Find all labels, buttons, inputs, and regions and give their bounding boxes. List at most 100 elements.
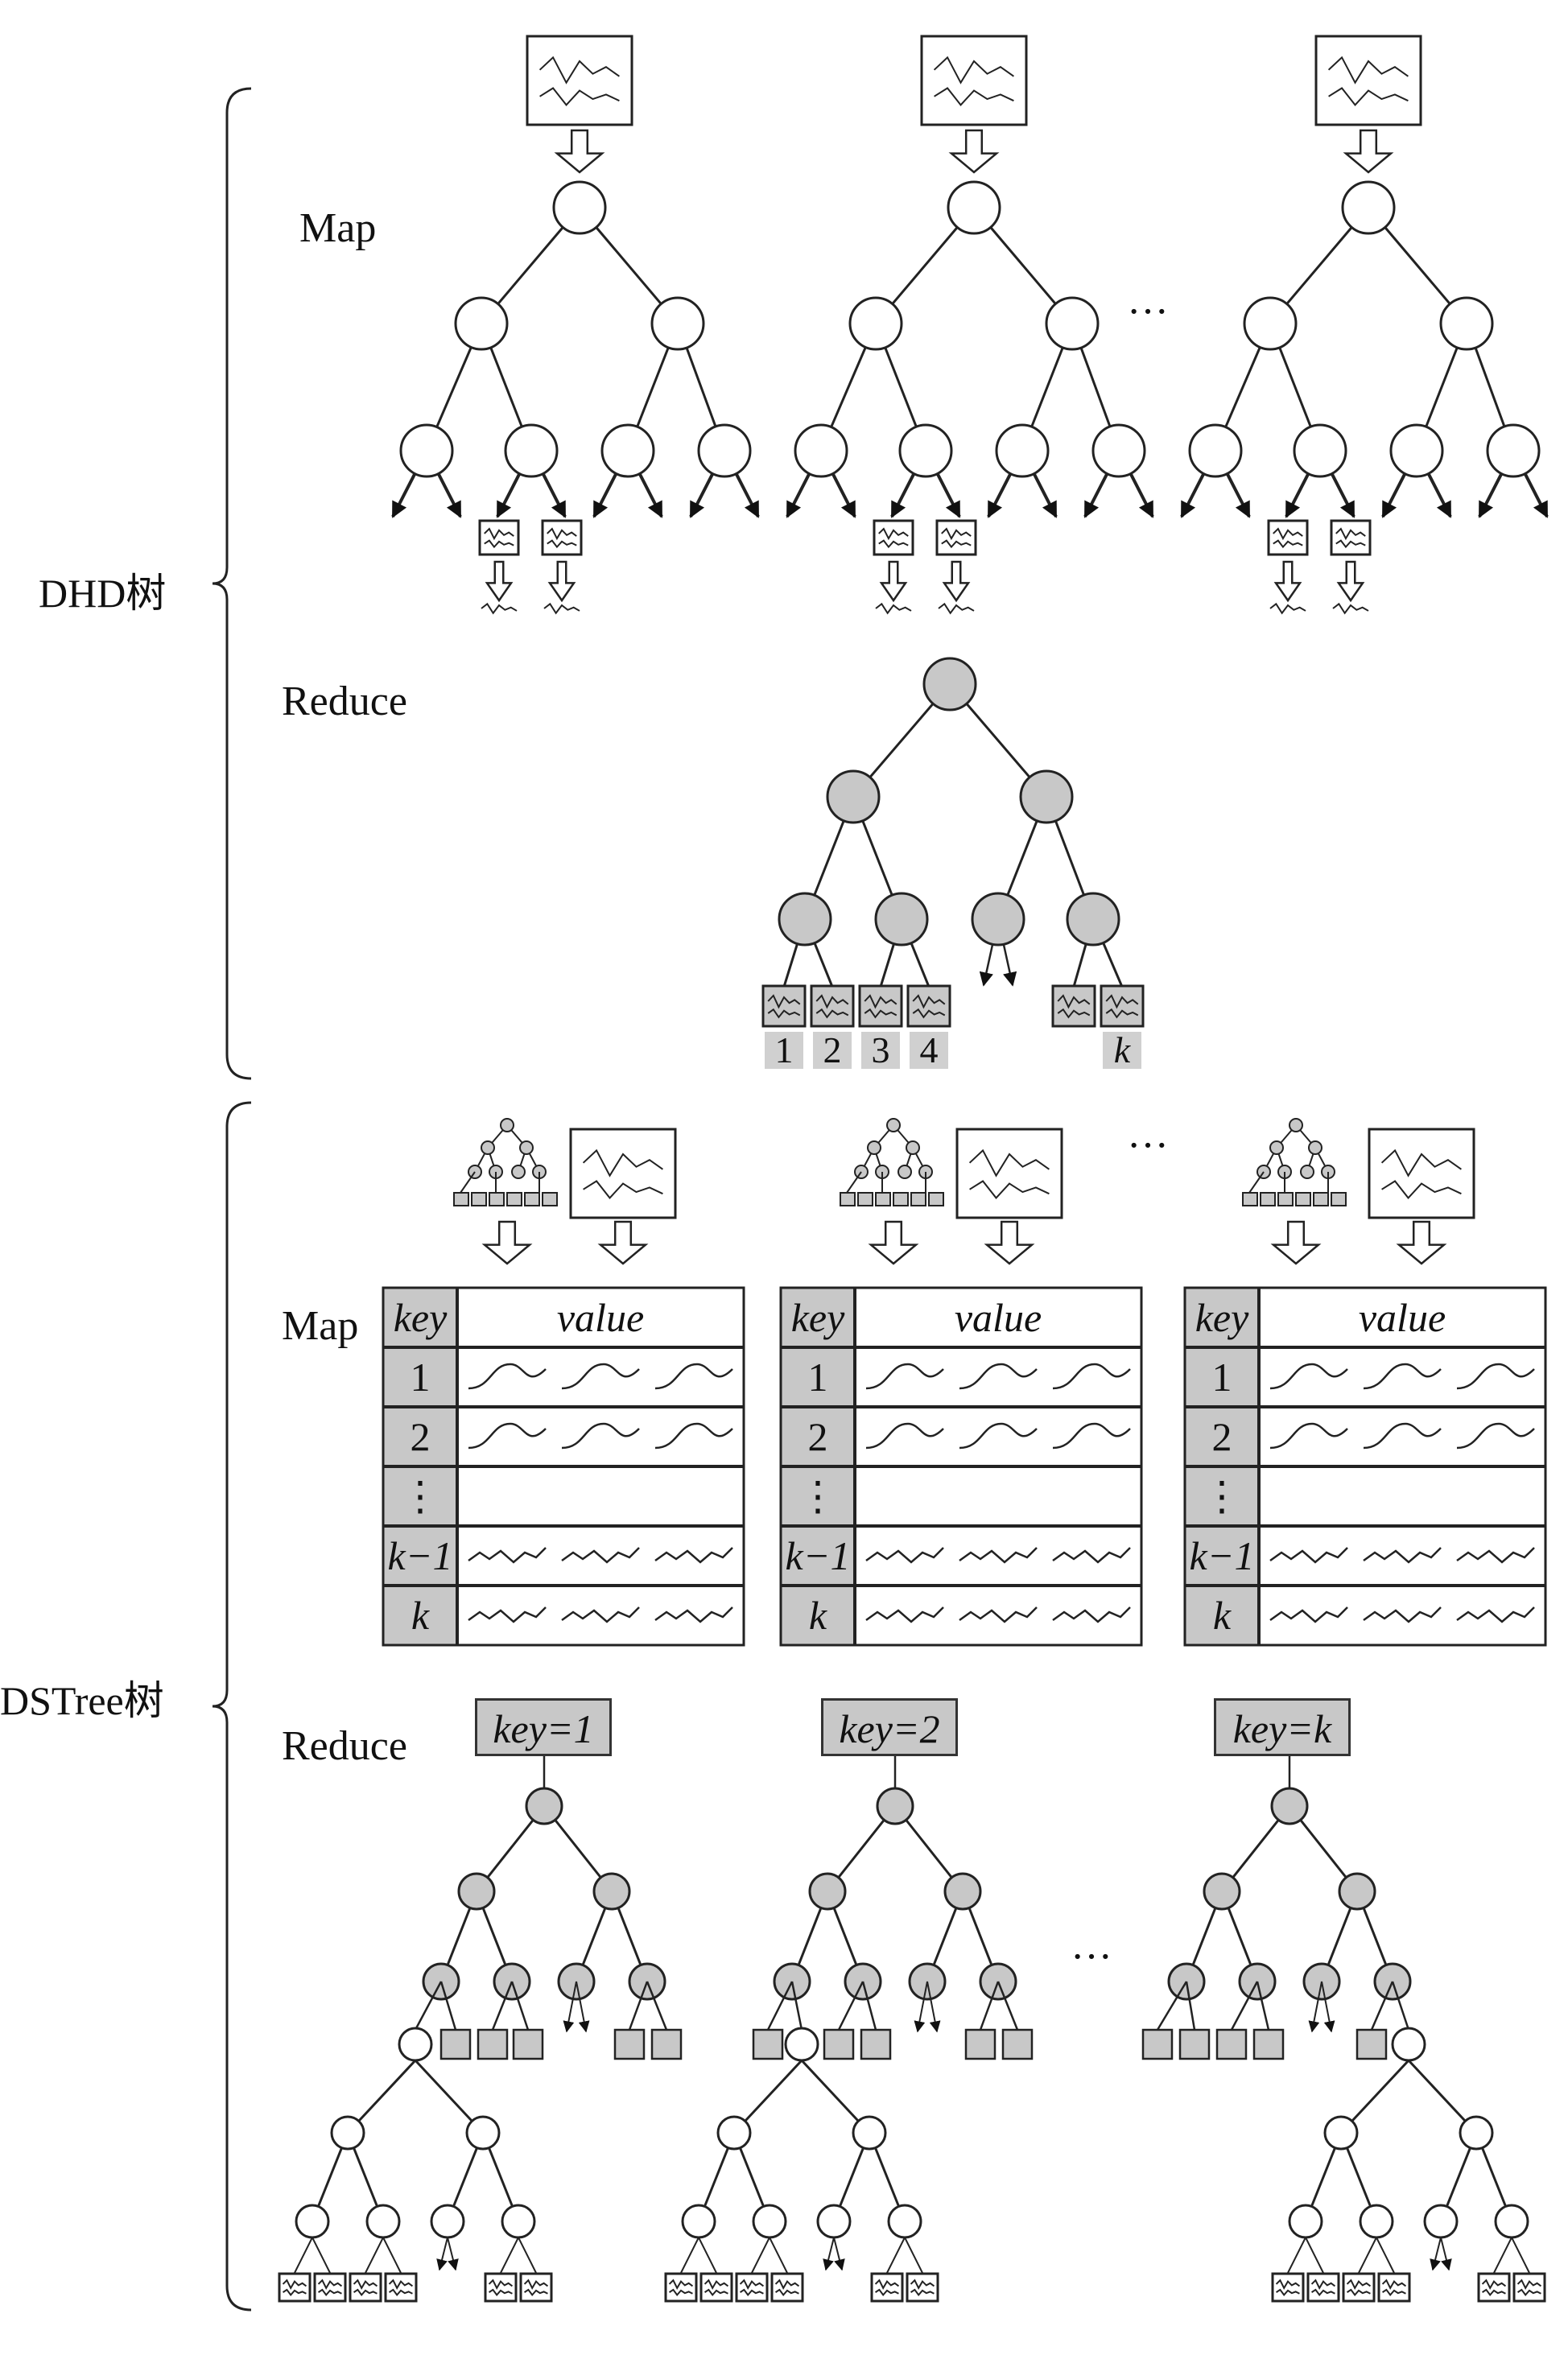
- ds-map-table-value-wave-3-2-2: [1363, 1422, 1442, 1450]
- dhd-map-output-arrow-2-2: [942, 560, 971, 603]
- dhd-map-output-arrow-3-1: [1273, 560, 1302, 603]
- ds-reduce-sub-node-1-l2-2: [365, 2204, 401, 2239]
- ds-map-table-value-wave-2-1-1: [865, 1363, 944, 1390]
- dhd-map-output-wave-3-2: [1332, 602, 1369, 615]
- ds-map-table-value-wave-2-5-1: [865, 1606, 944, 1623]
- ds-reduce-leaf-box-3-2: [1178, 2028, 1211, 2060]
- dhd-map-node-1-l2-2: [504, 423, 559, 478]
- table-1-row-key-4: k−1: [387, 1533, 453, 1578]
- table-1-row-key-3: ⋮: [400, 1474, 440, 1519]
- ds-reduce-sub-node-3-l2-2: [1359, 2204, 1394, 2239]
- ds-reduce-sub-leaf-series-3-1-2: [1306, 2272, 1340, 2303]
- ds-reduce-sub-leaf-series-1-2-2: [384, 2272, 418, 2303]
- ds-map-table-value-wave-3-4-2: [1363, 1547, 1442, 1564]
- table-3-row-key-2: 2: [1211, 1414, 1232, 1459]
- ds-reduce-tree-2: [664, 1756, 1034, 2303]
- ds-reduce-sub-empty-arrow-3b: [1440, 2237, 1452, 2271]
- ds-reduce-sub-node-3-l1-1: [1323, 2115, 1359, 2151]
- ds-reduce-sub-leaf-series-3-1-1: [1271, 2272, 1305, 2303]
- ds-reduce-leaf-box-1-4: [512, 2028, 544, 2060]
- ds-map-table-value-wave-1-4-3: [654, 1547, 733, 1564]
- ds-map-table-value-wave-1-1-3: [654, 1363, 733, 1390]
- ds-map-series-arrow-2: [984, 1220, 1035, 1265]
- ds-reduce-sub-leaf-series-3-3-1: [1477, 2272, 1511, 2303]
- dhd-map-node-2-l2-1: [794, 423, 848, 478]
- dhd-map-output-wave-2-2: [938, 602, 975, 615]
- ds-reduce-sub-node-2-l1-1: [716, 2115, 752, 2151]
- table-1-row-key-1: 1: [410, 1355, 431, 1400]
- dhd-reduce-section: [761, 657, 1145, 1028]
- ds-reduce-sub-empty-arrow-3a: [1430, 2237, 1442, 2271]
- ds-reduce-subtree-root-1: [398, 2027, 433, 2062]
- reduce-key-text-2: key=2: [839, 1706, 940, 1751]
- dhd-map-node-1-l2-1: [399, 423, 454, 478]
- ds-map-table-value-wave-1-2-1: [468, 1422, 547, 1450]
- ds-reduce-sub-node-2-l2-1: [681, 2204, 716, 2239]
- ds-map-input-series-2: [955, 1128, 1063, 1219]
- dhd-map-tree-3: [1180, 35, 1549, 615]
- ds-reduce-sub-node-3-l2-3: [1423, 2204, 1459, 2239]
- ds-reduce-empty-arrow-2a: [914, 1981, 928, 2033]
- ds-map-table-value-wave-3-2-1: [1269, 1422, 1348, 1450]
- ds-reduce-sub-node-1-l2-4: [501, 2204, 536, 2239]
- ds-reduce-sub-node-3-l2-4: [1494, 2204, 1529, 2239]
- reduce-key-box-2: key=2: [821, 1698, 958, 1756]
- ds-reduce-node-2-l1-2: [943, 1872, 982, 1911]
- ds-map-tree-arrow-3: [1270, 1220, 1322, 1265]
- ds-reduce-sub-node-1-l2-3: [430, 2204, 465, 2239]
- ds-map-table-value-wave-3-1-3: [1456, 1363, 1535, 1390]
- ds-reduce-sub-leaf-series-1-1-1: [278, 2272, 312, 2303]
- ds-map-tiny-tree-2: [840, 1118, 944, 1206]
- ds-map-table-value-wave-2-4-1: [865, 1547, 944, 1564]
- ds-map-table-value-wave-3-5-1: [1269, 1606, 1348, 1623]
- ellipsis-ds-map: ···: [1127, 1123, 1169, 1169]
- ds-map-table-value-wave-1-5-3: [654, 1606, 733, 1623]
- dhd-map-section: [391, 35, 1549, 615]
- ds-reduce-subtree-root-3: [1391, 2027, 1426, 2062]
- dhd-reduce-leaf-series-5: [1051, 984, 1096, 1028]
- dhd-map-output-wave-1-2: [543, 602, 580, 615]
- ds-reduce-node-3-l1-1: [1203, 1872, 1241, 1911]
- ds-reduce-leaf-box-1-3: [477, 2028, 509, 2060]
- ds-reduce-sub-node-2-l1-2: [852, 2115, 887, 2151]
- leaf-number-3: 3: [861, 1032, 900, 1069]
- ds-map-table-value-wave-2-1-2: [959, 1363, 1038, 1390]
- dhd-map-tree-2: [786, 35, 1154, 615]
- ds-reduce-sub-node-3-l2-1: [1288, 2204, 1323, 2239]
- leaf-number-k: k: [1103, 1032, 1141, 1069]
- reduce-key-box-k: key=k: [1214, 1698, 1351, 1756]
- dhd-map-input-arrow-2: [948, 129, 1000, 174]
- reduce-key-box-1: key=1: [475, 1698, 612, 1756]
- ellipsis-ds-reduce: ···: [1071, 1934, 1112, 1980]
- ds-map-table-value-wave-3-5-2: [1363, 1606, 1442, 1623]
- table-1-value-header: value: [556, 1295, 645, 1340]
- dhd-reduce-node-l1-1: [826, 769, 881, 824]
- dhd-map-output-series-3-2: [1330, 519, 1372, 556]
- ds-reduce-sub-node-2-l2-4: [887, 2204, 922, 2239]
- dhd-reduce-root: [922, 657, 977, 711]
- table-3-row-key-4: k−1: [1189, 1533, 1255, 1578]
- dhd-map-node-3-l1-1: [1243, 296, 1298, 351]
- ds-reduce-sub-node-2-l2-3: [816, 2204, 852, 2239]
- ds-reduce-sub-empty-arrow-2b: [833, 2237, 845, 2271]
- leaf-number-4: 4: [910, 1032, 948, 1069]
- ds-reduce-sub-leaf-series-3-3-2: [1512, 2272, 1546, 2303]
- dhd-map-output-series-3-1: [1267, 519, 1309, 556]
- dhd-map-node-2-l2-3: [995, 423, 1050, 478]
- ds-map-tree-arrow-1: [481, 1220, 533, 1265]
- ds-map-table-value-wave-1-1-2: [561, 1363, 640, 1390]
- ds-map-table-value-wave-1-5-1: [468, 1606, 547, 1623]
- dhd-map-node-3-l2-2: [1293, 423, 1347, 478]
- ds-map-table-value-wave-2-5-2: [959, 1606, 1038, 1623]
- ds-map-table-value-wave-2-2-3: [1052, 1422, 1131, 1450]
- ds-reduce-leaf-box-3-1: [1141, 2028, 1174, 2060]
- ds-map-table-value-wave-1-5-2: [561, 1606, 640, 1623]
- ds-reduce-sub-leaf-series-3-2-2: [1377, 2272, 1411, 2303]
- dhd-map-node-3-l2-3: [1389, 423, 1444, 478]
- dhd-reduce-node-l2-2: [874, 892, 929, 946]
- dhd-map-output-wave-3-1: [1269, 602, 1306, 615]
- ds-reduce-sub-leaf-series-1-3-2: [519, 2272, 553, 2303]
- dhd-map-input-series-1: [526, 35, 633, 126]
- dhd-map-output-wave-1-1: [481, 602, 518, 615]
- ds-reduce-empty-arrow-2b: [926, 1981, 941, 2033]
